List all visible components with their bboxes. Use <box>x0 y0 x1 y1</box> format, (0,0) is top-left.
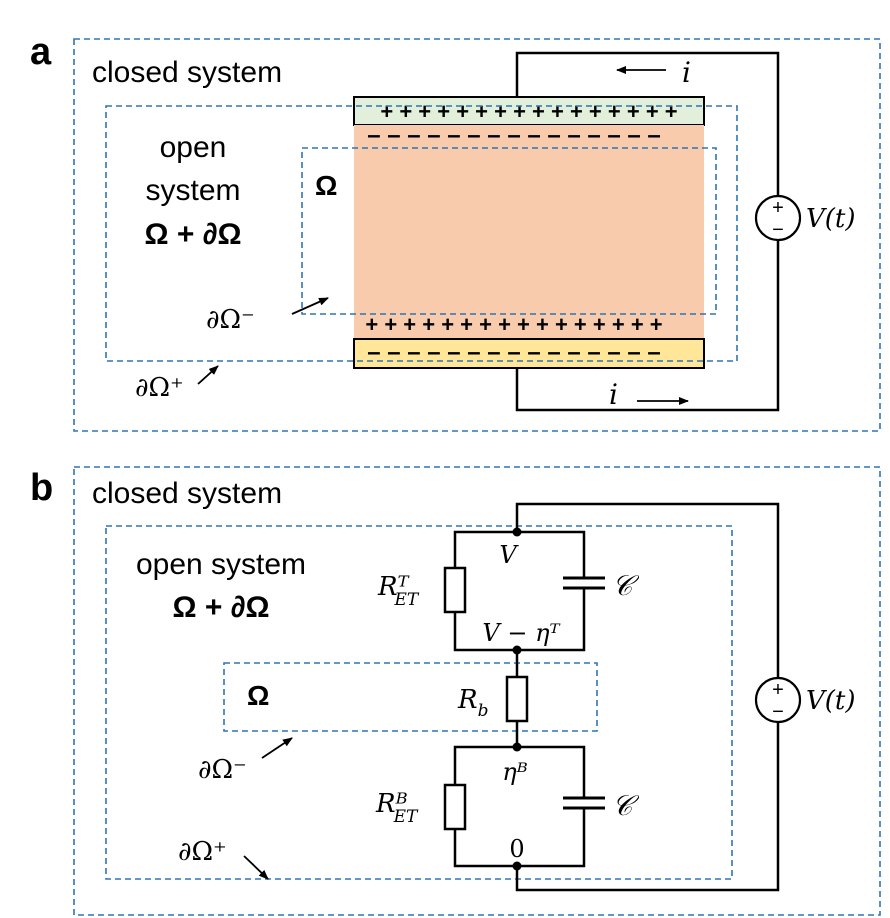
closed-system-boundary-b <box>73 466 881 916</box>
current-label-bottom: i <box>609 378 618 411</box>
boundary-minus-pointer-a <box>291 297 329 315</box>
resistor-et-top-label: RᵀET <box>377 572 420 610</box>
panel-b: b closed system open system Ω + ∂Ω Ω ∂Ω⁻… <box>30 466 881 916</box>
omega-label-b: Ω <box>247 680 269 711</box>
resistor-et-top <box>443 566 467 614</box>
boundary-plus-label-b: ∂Ω⁺ <box>178 837 227 867</box>
top-rc-upper-wire <box>453 530 586 578</box>
node-v <box>512 527 522 537</box>
boundary-plus-label-a: ∂Ω⁺ <box>135 373 184 403</box>
top-electrode-charges: + + + + + + + + + + + + + + + + <box>380 99 677 124</box>
node-label-ground: 0 <box>509 835 524 863</box>
top-interface-charges: – – – – – – – – – – – – – – – <box>367 122 661 149</box>
capacitor-top-label: 𝒞 <box>612 569 640 602</box>
boundary-minus-pointer-b <box>261 737 293 759</box>
panel-a-letter: a <box>30 31 52 73</box>
bottom-wire-a <box>515 240 780 412</box>
top-wire-a <box>515 51 780 196</box>
resistor-bulk-label: Rb <box>457 685 488 721</box>
closed-system-boundary-a <box>73 38 881 432</box>
open-system-label-line2-b: Ω + ∂Ω <box>172 591 269 624</box>
voltage-source-label-b: V(t) <box>806 686 856 716</box>
omega-boundary-b <box>223 662 598 732</box>
node-label-v-minus-eta: V − ηᵀ <box>482 619 560 647</box>
current-label-top: i <box>682 56 691 89</box>
capacitor-bottom-label: 𝒞 <box>612 789 640 822</box>
voltage-source-minus-a: − <box>772 219 784 241</box>
voltage-source-plus-b: + <box>772 679 784 701</box>
boundary-plus-pointer-b <box>243 855 269 880</box>
open-system-boundary-a <box>105 105 738 362</box>
panel-b-letter: b <box>30 467 53 509</box>
closed-system-label-b: closed system <box>92 477 282 510</box>
resistor-et-bottom <box>443 783 467 831</box>
open-system-label-line1-b: open system <box>136 548 306 581</box>
open-system-label-line2-a: system <box>145 174 240 207</box>
electrolyte <box>354 125 704 339</box>
boundary-plus-pointer-a <box>197 365 219 385</box>
voltage-source-label-a: V(t) <box>806 204 856 234</box>
omega-label-a: Ω <box>315 170 337 201</box>
node-label-v: V <box>499 541 519 569</box>
open-system-label-line1-a: open <box>160 131 227 164</box>
voltage-source-minus-b: − <box>772 701 784 723</box>
boundary-minus-label-a: ∂Ω⁻ <box>206 305 255 335</box>
panel-a: a closed system + + + + + + + + + + + + … <box>30 31 881 432</box>
closed-system-label-a: closed system <box>92 56 282 89</box>
voltage-source-plus-a: + <box>772 197 784 219</box>
open-system-label-line3-a: Ω + ∂Ω <box>144 218 241 251</box>
resistor-et-bottom-label: RᴮET <box>375 789 419 827</box>
bottom-interface-charges: + + + + + + + + + + + + + + + + <box>365 312 662 337</box>
bottom-electrode <box>353 338 705 369</box>
boundary-minus-label-b: ∂Ω⁻ <box>198 755 247 785</box>
node-v-minus-eta <box>512 645 522 655</box>
top-wire-b <box>515 502 780 678</box>
node-label-eta-b: ηᴮ <box>502 758 528 786</box>
bottom-wire-b <box>515 722 780 892</box>
node-ground <box>512 861 522 871</box>
bottom-electrode-charges: – – – – – – – – – – – – – – – <box>367 339 661 366</box>
resistor-bulk <box>505 675 529 723</box>
open-system-boundary-b <box>105 525 733 880</box>
voltage-source-a <box>754 194 802 242</box>
voltage-source-b <box>754 676 802 724</box>
node-eta-b <box>512 742 522 752</box>
